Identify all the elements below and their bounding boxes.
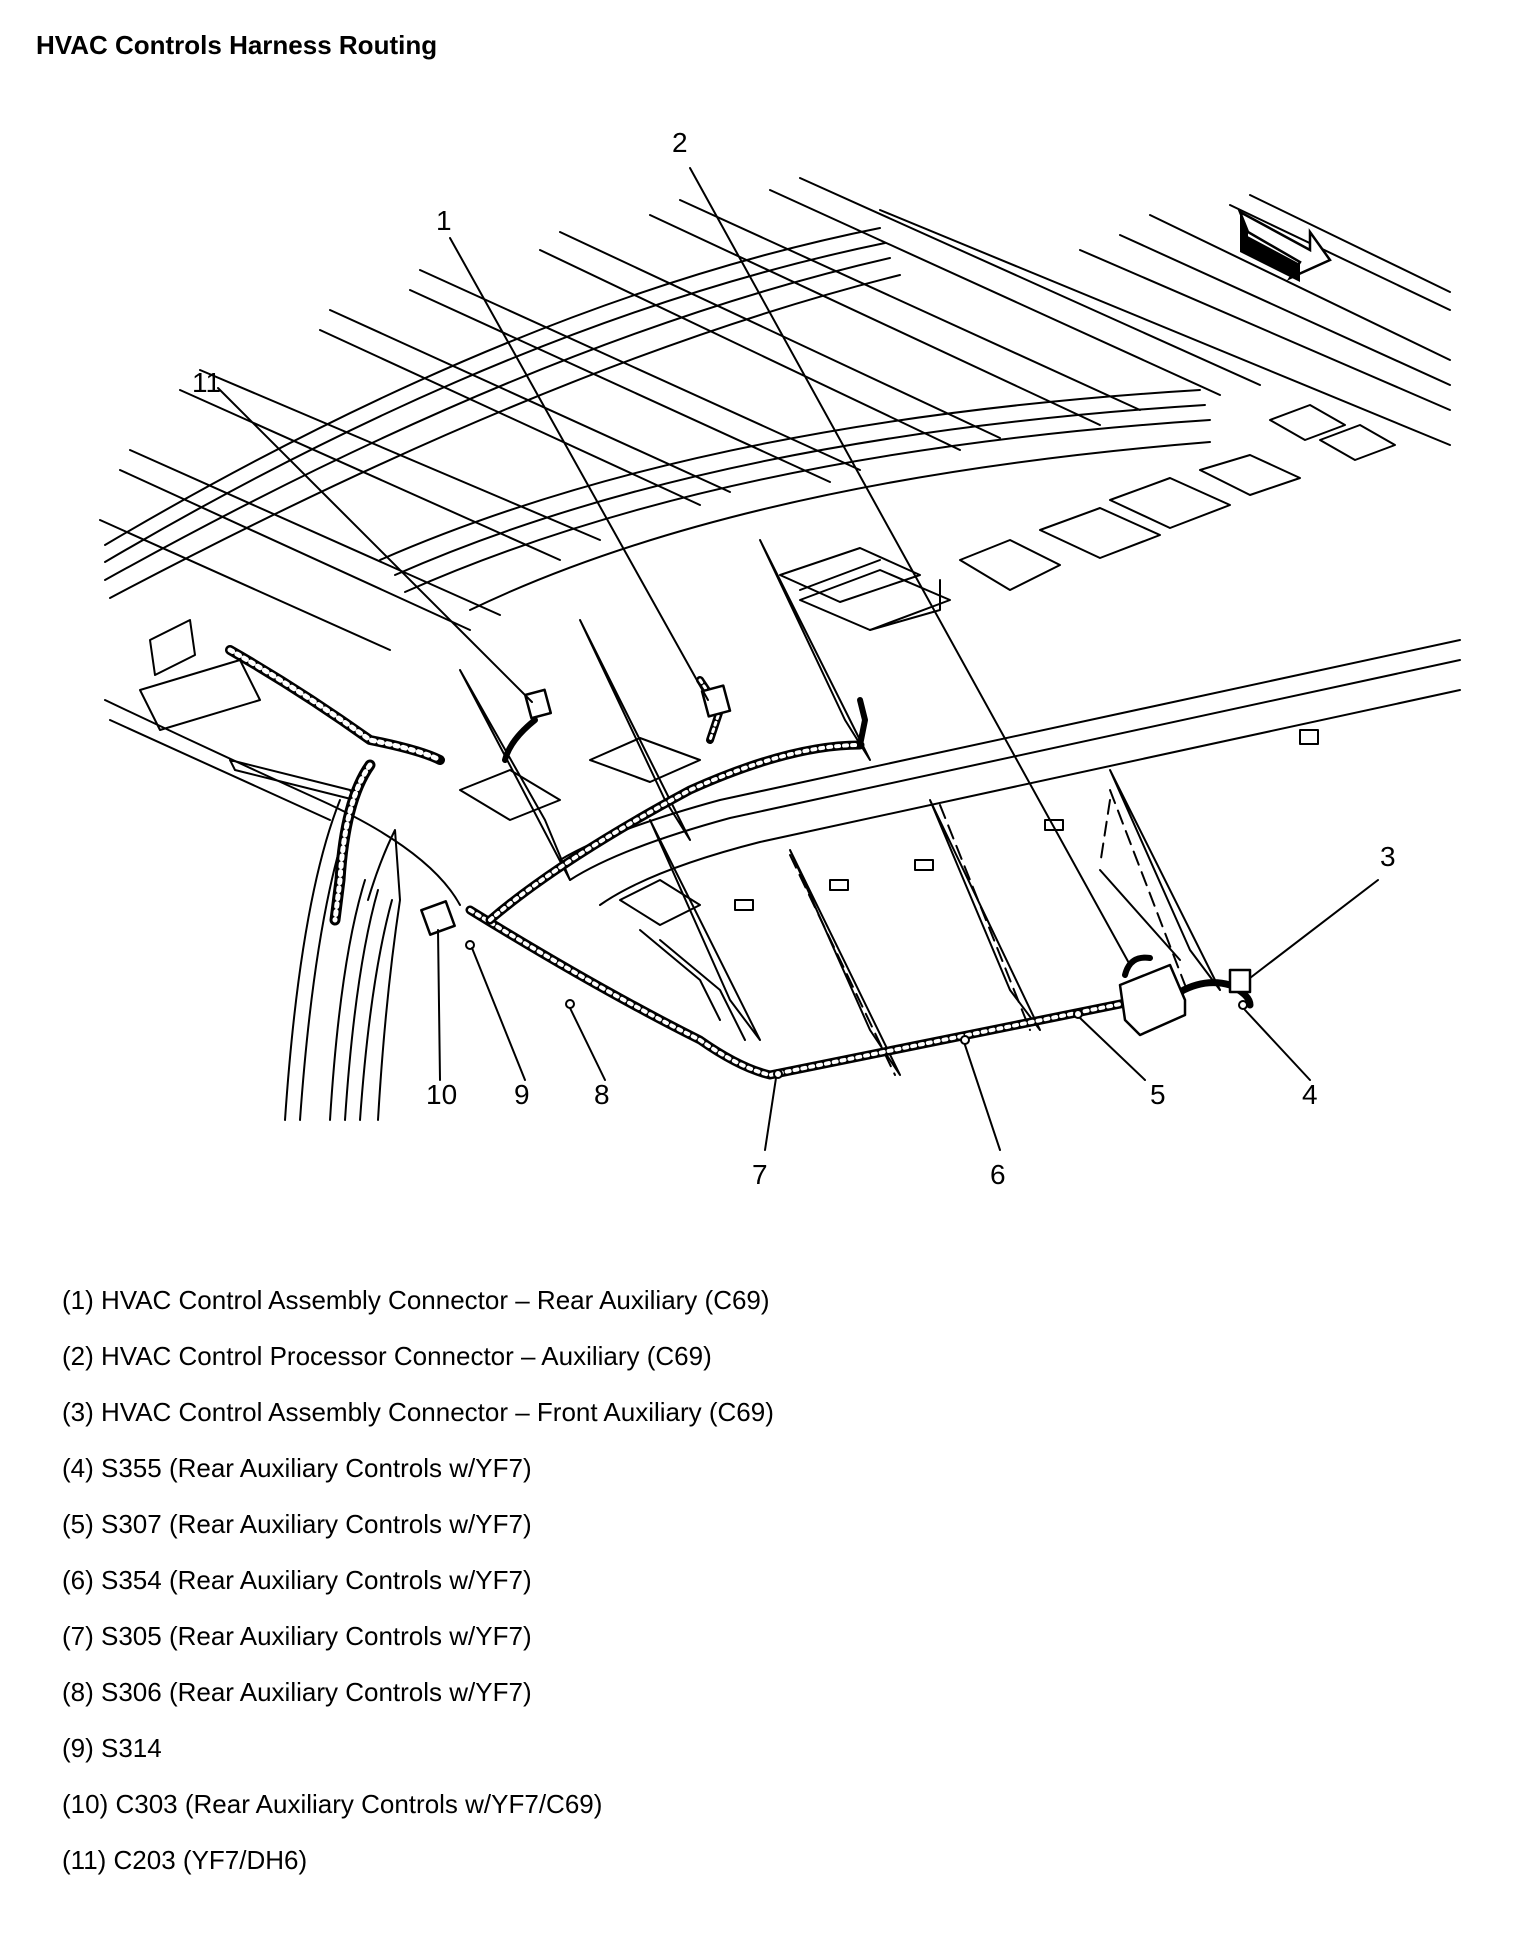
- legend-item: (8) S306 (Rear Auxiliary Controls w/YF7): [62, 1677, 532, 1707]
- callout-3: 3: [1380, 841, 1396, 872]
- side-rail: [559, 639, 1461, 911]
- legend-item: (10) C303 (Rear Auxiliary Controls w/YF7…: [62, 1789, 603, 1819]
- connector-front-aux: [1228, 968, 1252, 994]
- alignment-lines: [789, 789, 1186, 1076]
- callout-1: 1: [436, 205, 452, 236]
- legend-list: (1) HVAC Control Assembly Connector – Re…: [62, 1272, 774, 1888]
- connector-c203: [523, 688, 553, 720]
- callout-10: 10: [426, 1079, 457, 1110]
- left-pillar: [104, 619, 461, 1121]
- control-processor: [1118, 963, 1187, 1037]
- callout-6: 6: [990, 1159, 1006, 1190]
- legend-item: (7) S305 (Rear Auxiliary Controls w/YF7): [62, 1621, 532, 1651]
- leader-lines: [217, 167, 1379, 1151]
- callout-7: 7: [752, 1159, 768, 1190]
- legend-item: (9) S314: [62, 1733, 162, 1763]
- callout-9: 9: [514, 1079, 530, 1110]
- legend-item: (3) HVAC Control Assembly Connector – Fr…: [62, 1397, 774, 1427]
- legend-item: (2) HVAC Control Processor Connector – A…: [62, 1341, 712, 1371]
- legend-item: (1) HVAC Control Assembly Connector – Re…: [62, 1285, 770, 1315]
- roof-module: [459, 569, 951, 1041]
- connector-rear-aux: [700, 684, 732, 718]
- legend-item: (11) C203 (YF7/DH6): [62, 1845, 308, 1875]
- harness-routing-diagram: 1 2 3 4 5 6 7 8 9 10 11: [99, 127, 1461, 1190]
- callout-5: 5: [1150, 1079, 1166, 1110]
- callout-8: 8: [594, 1079, 610, 1110]
- wire-harness: [225, 645, 1254, 1080]
- callout-2: 2: [672, 127, 688, 158]
- callout-11: 11: [192, 367, 221, 398]
- roof-arch-edge: [104, 227, 1211, 611]
- legend-item: (4) S355 (Rear Auxiliary Controls w/YF7): [62, 1453, 532, 1483]
- legend-item: (6) S354 (Rear Auxiliary Controls w/YF7): [62, 1565, 532, 1595]
- callout-4: 4: [1302, 1079, 1318, 1110]
- page-title: HVAC Controls Harness Routing: [36, 30, 438, 60]
- splice-points: [465, 940, 1248, 1079]
- roof-slats: [99, 177, 1451, 651]
- connectors: [420, 684, 1252, 1037]
- connector-c303: [420, 900, 456, 936]
- reference-triangles: [459, 539, 1221, 1076]
- front-direction-arrow-icon: [1237, 209, 1332, 282]
- legend-item: (5) S307 (Rear Auxiliary Controls w/YF7): [62, 1509, 532, 1539]
- roof-openings: [589, 404, 1396, 783]
